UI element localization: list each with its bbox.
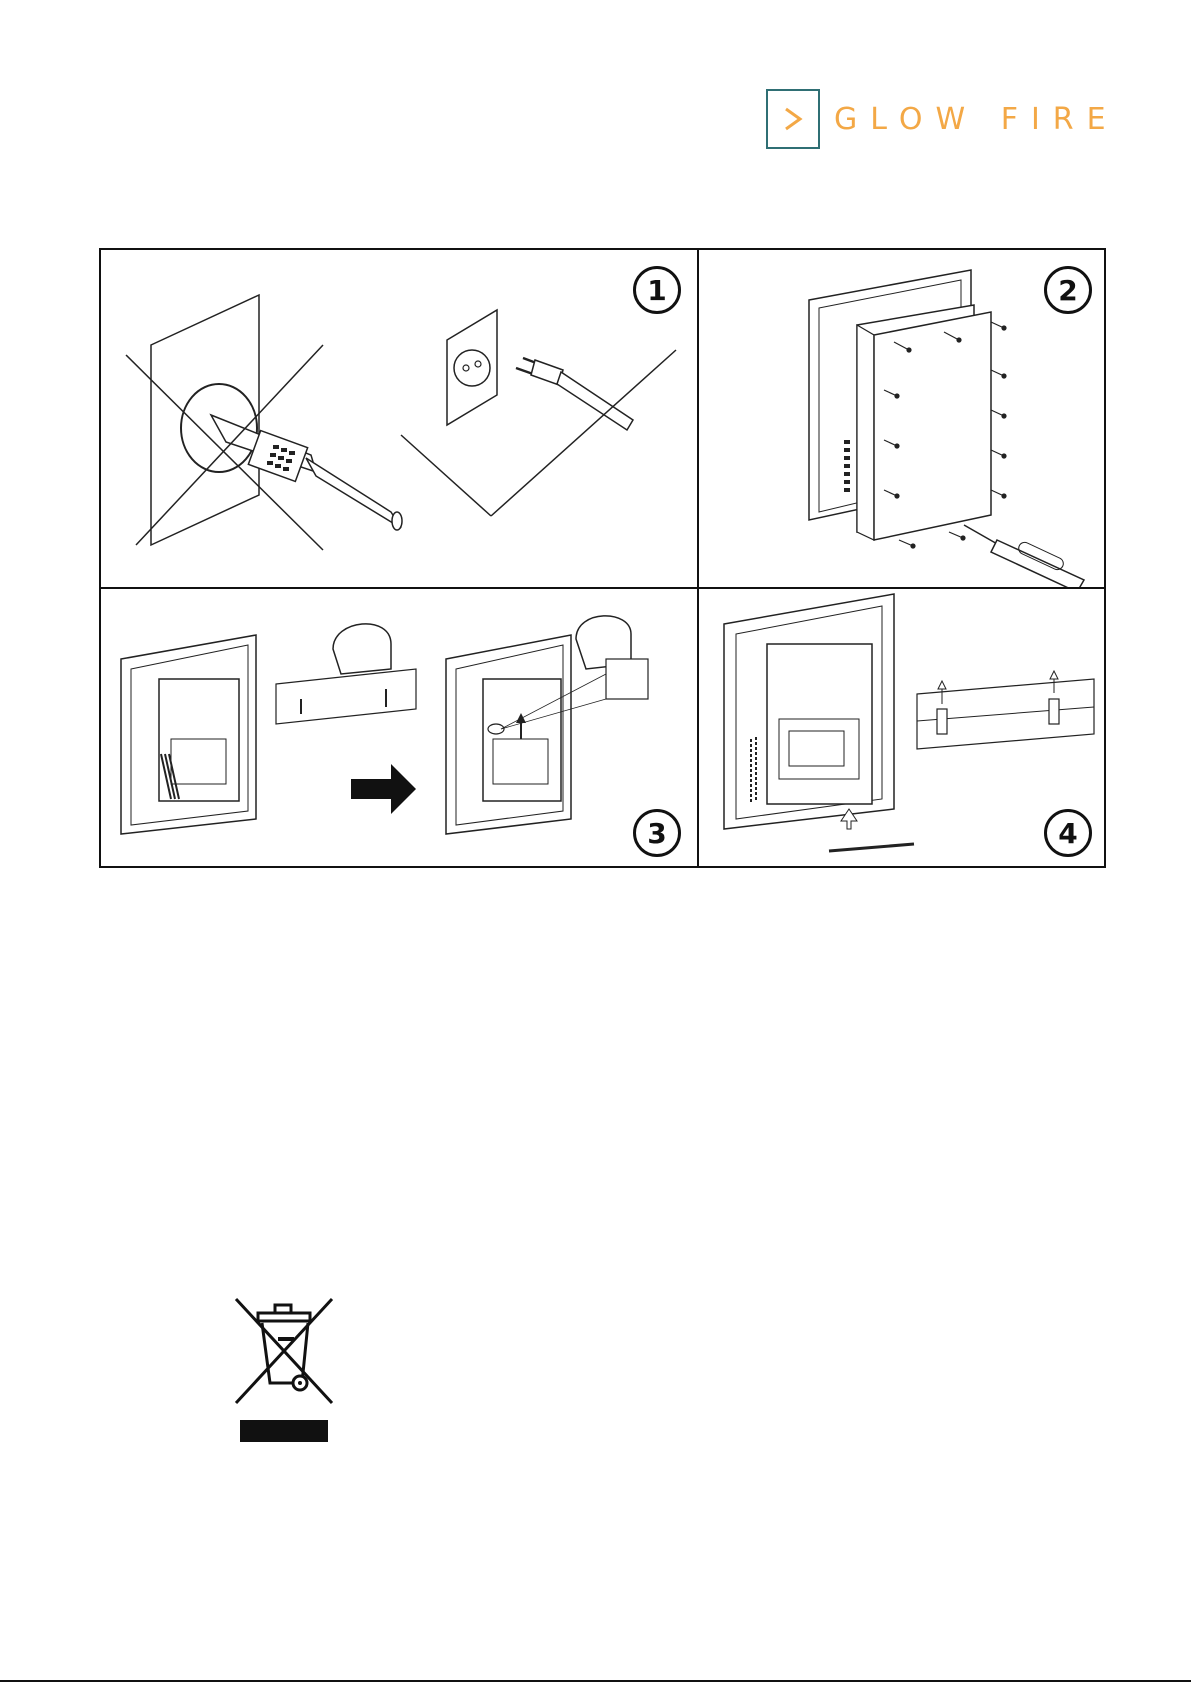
step-2-panel: 2 bbox=[699, 250, 1104, 589]
step-4-panel: 4 bbox=[699, 589, 1104, 866]
reinstall-illustration bbox=[699, 589, 1102, 864]
step-1-panel: 1 bbox=[101, 250, 699, 589]
step-1-badge: 1 bbox=[633, 266, 681, 314]
plug-illustration bbox=[101, 250, 697, 587]
step-3-badge: 3 bbox=[633, 809, 681, 857]
logo-chevron-icon bbox=[766, 89, 820, 149]
brand-logo: GLOW FIRE bbox=[766, 88, 1119, 150]
back-panel-illustration bbox=[699, 250, 1102, 587]
step-4-badge: 4 bbox=[1044, 809, 1092, 857]
crossed-out-wheelie-bin-icon bbox=[230, 1295, 340, 1445]
step-2-badge: 2 bbox=[1044, 266, 1092, 314]
bracket-removal-illustration bbox=[101, 589, 697, 864]
step-3-panel: 3 bbox=[101, 589, 699, 866]
footer-rule bbox=[0, 1680, 1191, 1682]
instruction-grid: 1 bbox=[99, 248, 1106, 868]
logo-wordmark: GLOW FIRE bbox=[834, 102, 1119, 137]
weee-symbol bbox=[230, 1295, 340, 1445]
